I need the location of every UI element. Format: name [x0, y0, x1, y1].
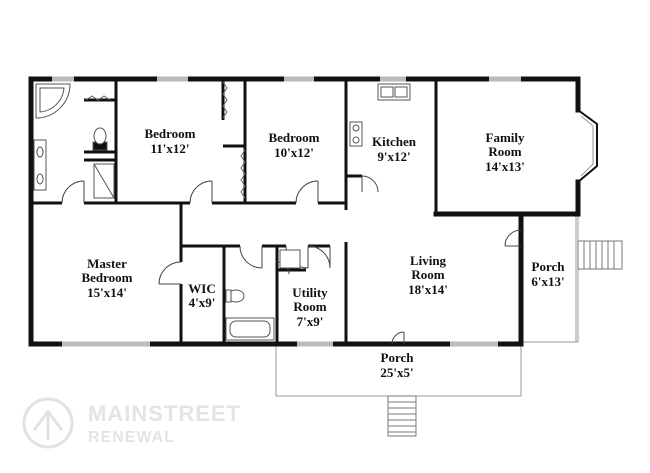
room-size: 4'x9' [189, 295, 216, 310]
room-family-room: Family Room 14'x13' [485, 130, 525, 174]
room-wic: WIC 4'x9' [188, 281, 215, 310]
room-size: 14'x13' [485, 159, 525, 174]
room-size: 25'x5' [380, 365, 413, 380]
side-steps [577, 240, 623, 270]
room-name-2: Room [411, 267, 444, 282]
room-name-2: Room [293, 299, 326, 314]
kitchen-fixtures [349, 83, 411, 147]
watermark: MAINSTREET RENEWAL [22, 397, 241, 449]
room-name: Porch [381, 350, 415, 365]
room-name: Living [410, 253, 447, 268]
room-master-bedroom: Master Bedroom 15'x14' [81, 256, 132, 300]
windows [52, 76, 521, 347]
room-size: 9'x12' [377, 149, 410, 164]
room-porch-front: Porch 25'x5' [380, 350, 414, 380]
room-living-room: Living Room 18'x14' [408, 253, 448, 297]
utility-fixtures [279, 249, 301, 269]
room-size: 11'x12' [150, 141, 189, 156]
interior-walls [31, 79, 523, 344]
room-name: WIC [188, 281, 215, 296]
door-swings [61, 175, 522, 345]
bath-fixtures [33, 83, 115, 199]
room-utility-room: Utility Room 7'x9' [292, 285, 328, 329]
room-name-2: Bedroom [81, 270, 132, 285]
watermark-line-2: RENEWAL [88, 429, 175, 446]
closet-doors [85, 81, 246, 199]
room-name: Family [486, 130, 525, 145]
watermark-line-1: MAINSTREET [88, 401, 241, 426]
room-name: Bedroom [268, 130, 319, 145]
room-name-2: Room [488, 144, 521, 159]
room-bedroom-2: Bedroom 10'x12' [268, 130, 319, 160]
room-size: 7'x9' [297, 314, 324, 329]
room-size: 18'x14' [408, 282, 448, 297]
room-name: Bedroom [144, 126, 195, 141]
room-kitchen: Kitchen 9'x12' [372, 134, 417, 164]
room-bedroom-1: Bedroom 11'x12' [144, 126, 195, 156]
room-size: 6'x13' [531, 274, 564, 289]
room-name: Utility [292, 285, 328, 300]
hall-bath-fixtures [225, 289, 275, 341]
room-porch-side: Porch 6'x13' [531, 259, 565, 289]
room-size: 10'x12' [274, 145, 314, 160]
room-size: 15'x14' [87, 285, 127, 300]
room-name: Kitchen [372, 134, 417, 149]
room-name: Master [87, 256, 127, 271]
watermark-logo-icon [22, 397, 74, 449]
front-steps [387, 395, 417, 437]
bay-window [577, 109, 598, 183]
room-name: Porch [532, 259, 566, 274]
